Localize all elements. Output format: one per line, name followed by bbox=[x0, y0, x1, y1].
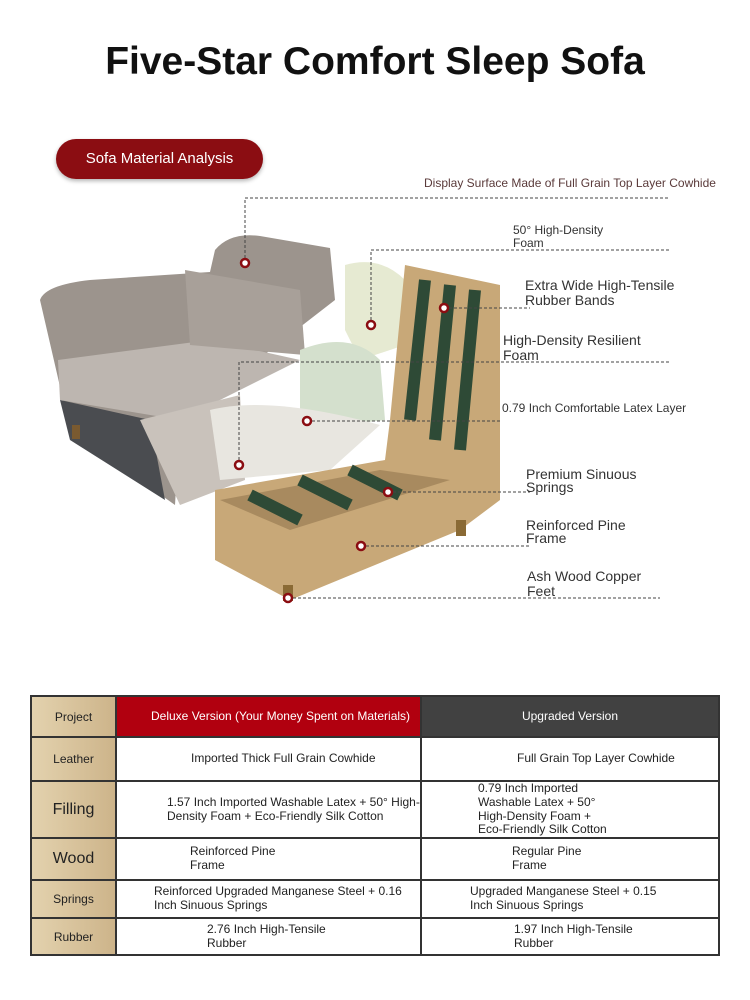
deluxe-cell: Reinforced Pine Frame bbox=[115, 837, 422, 882]
callout-cowhide: Display Surface Made of Full Grain Top L… bbox=[424, 176, 716, 190]
table-row: Leather Imported Thick Full Grain Cowhid… bbox=[30, 736, 720, 782]
row-label: Rubber bbox=[30, 917, 117, 957]
comparison-table: Project Deluxe Version (Your Money Spent… bbox=[30, 695, 720, 957]
header-deluxe: Deluxe Version (Your Money Spent on Mate… bbox=[115, 695, 422, 738]
upgraded-cell: 0.79 Inch Imported Washable Latex + 50° … bbox=[420, 779, 720, 840]
table-row: Rubber 2.76 Inch High-Tensile Rubber 1.9… bbox=[30, 917, 720, 957]
deluxe-cell: Reinforced Upgraded Manganese Steel + 0.… bbox=[115, 879, 422, 920]
table-row: Springs Reinforced Upgraded Manganese St… bbox=[30, 879, 720, 920]
table-header-row: Project Deluxe Version (Your Money Spent… bbox=[30, 695, 720, 738]
table-row: Filling 1.57 Inch Imported Washable Late… bbox=[30, 779, 720, 840]
table-row: Wood Reinforced Pine Frame Regular Pine … bbox=[30, 837, 720, 882]
deluxe-cell: 1.57 Inch Imported Washable Latex + 50° … bbox=[115, 779, 422, 840]
row-label: Wood bbox=[30, 837, 117, 882]
upgraded-cell: 1.97 Inch High-Tensile Rubber bbox=[420, 917, 720, 957]
upgraded-cell: Full Grain Top Layer Cowhide bbox=[420, 736, 720, 782]
deluxe-cell: 2.76 Inch High-Tensile Rubber bbox=[115, 917, 422, 957]
sofa-cutaway-illustration bbox=[40, 197, 670, 604]
callout-latex: 0.79 Inch Comfortable Latex Layer bbox=[502, 401, 687, 415]
header-upgraded: Upgraded Version bbox=[420, 695, 720, 738]
page-title: Five-Star Comfort Sleep Sofa bbox=[105, 40, 645, 83]
section-badge: Sofa Material Analysis bbox=[56, 139, 263, 179]
header-project: Project bbox=[30, 695, 117, 738]
row-label: Filling bbox=[30, 779, 117, 840]
row-label: Leather bbox=[30, 736, 117, 782]
deluxe-cell: Imported Thick Full Grain Cowhide bbox=[115, 736, 422, 782]
row-label: Springs bbox=[30, 879, 117, 920]
upgraded-cell: Regular Pine Frame bbox=[420, 837, 720, 882]
upgraded-cell: Upgraded Manganese Steel + 0.15 Inch Sin… bbox=[420, 879, 720, 920]
